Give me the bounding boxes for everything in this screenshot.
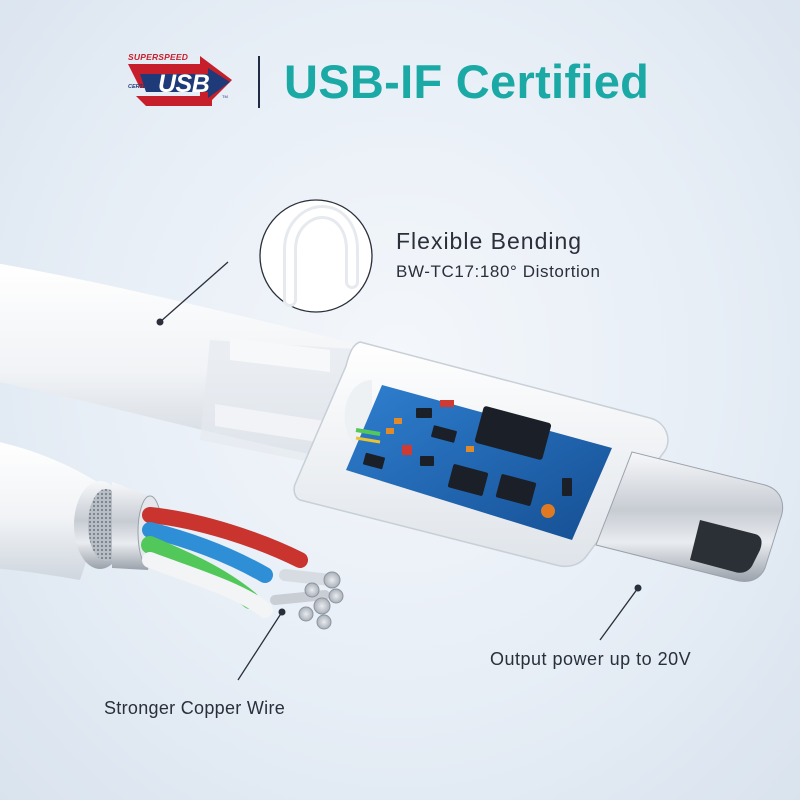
header-divider [258, 56, 260, 108]
copper-wires [141, 507, 344, 630]
connector-housing [293, 341, 669, 568]
usb-c-plug-icon [595, 451, 784, 582]
flex-title: Flexible Bending [396, 228, 583, 254]
usb-logo-icon [128, 56, 232, 106]
lower-cable [0, 442, 163, 580]
wire-label: Stronger Copper Wire [104, 698, 286, 718]
usb-certified-logo: SUPERSPEED USB CERTIFIED TM [128, 50, 236, 112]
page-title: USB-IF Certified [284, 55, 650, 108]
logo-tm: TM [222, 94, 228, 99]
wire-callout-line [237, 608, 286, 681]
circuit-board [346, 385, 612, 540]
logo-top-text: SUPERSPEED [128, 52, 189, 62]
flex-subtitle: BW-TC17:180° Distortion [396, 262, 601, 281]
logo-word: USB [158, 70, 210, 98]
bend-callout [156, 199, 373, 326]
logo-bottom-text: CERTIFIED [128, 84, 157, 90]
bend-loop-icon [283, 204, 359, 307]
power-callout-line [599, 584, 642, 641]
power-label: Output power up to 20V [490, 649, 692, 669]
